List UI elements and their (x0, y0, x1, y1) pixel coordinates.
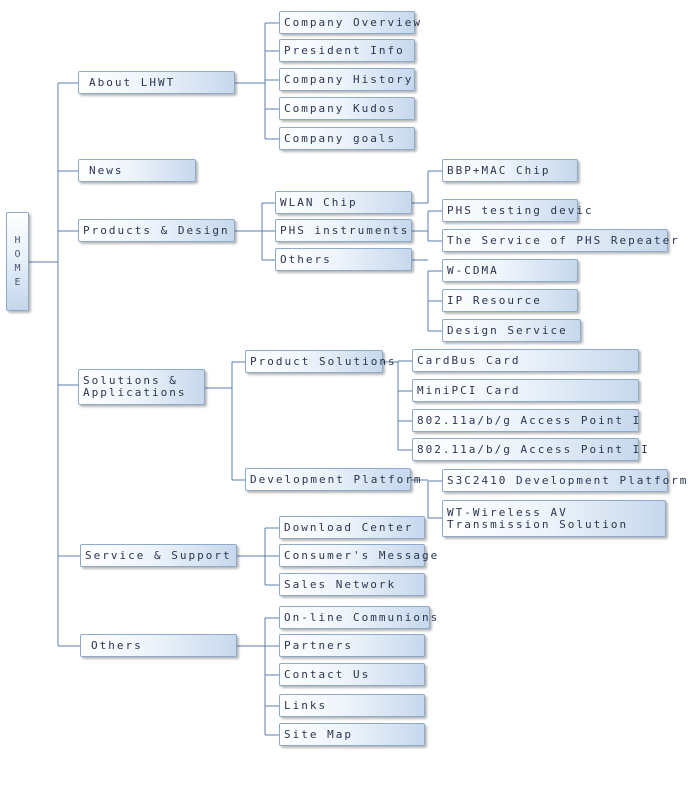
products-others-node[interactable]: Others (275, 248, 412, 271)
home-letter-e: E (14, 276, 21, 288)
company-kudos-node[interactable]: Company Kudos (279, 97, 415, 120)
development-platform-node[interactable]: Development Platform (245, 468, 420, 491)
about-lhwt-node[interactable]: About LHWT (78, 71, 235, 94)
president-info-node[interactable]: President Info (279, 39, 415, 62)
phs-repeater-service-node[interactable]: The Service of PHS Repeater (442, 229, 678, 252)
phs-instruments-node[interactable]: PHS instruments (275, 219, 412, 242)
connector-phs (412, 210, 442, 242)
solutions-applications-node[interactable]: Solutions & Applications (78, 369, 205, 405)
access-point-2-node[interactable]: 802.11a/b/g Access Point II (412, 438, 648, 461)
access-point-1-node[interactable]: 802.11a/b/g Access Point I (412, 409, 639, 432)
wlan-chip-node[interactable]: WLAN Chip (275, 191, 412, 214)
home-letter-h: H (14, 234, 21, 246)
solutions-label-line2: Applications (83, 386, 187, 399)
company-overview-node[interactable]: Company Overview (279, 11, 420, 34)
cardbus-card-node[interactable]: CardBus Card (412, 349, 639, 372)
ip-resource-node[interactable]: IP Resource (442, 289, 578, 312)
home-letter-o: O (14, 248, 21, 260)
home-letter-m: M (14, 262, 21, 274)
s3c2410-platform-node[interactable]: S3C2410 Development Platform (442, 469, 686, 492)
connector-dev-platform (411, 479, 442, 519)
download-center-node[interactable]: Download Center (279, 516, 425, 539)
sales-network-node[interactable]: Sales Network (279, 573, 425, 596)
home-node[interactable]: H O M E (6, 212, 29, 311)
links-node[interactable]: Links (279, 694, 425, 717)
connector-spine-branches (58, 82, 80, 647)
others-node[interactable]: Others (80, 634, 237, 657)
company-history-node[interactable]: Company History (279, 68, 415, 91)
contact-us-node[interactable]: Contact Us (279, 663, 425, 686)
company-goals-node[interactable]: Company goals (279, 127, 415, 150)
service-support-node[interactable]: Service & Support (80, 544, 237, 567)
connector-products (235, 202, 275, 261)
minipci-card-node[interactable]: MiniPCI Card (412, 379, 639, 402)
online-communions-node[interactable]: On-line Communions (279, 606, 437, 629)
connector-wlan (412, 170, 442, 204)
consumers-message-node[interactable]: Consumer's Message (279, 544, 437, 567)
connector-solutions (205, 361, 245, 481)
product-solutions-node[interactable]: Product Solutions (245, 350, 395, 373)
phs-testing-device-node[interactable]: PHS testing devic (442, 199, 592, 222)
site-map-node[interactable]: Site Map (279, 723, 425, 746)
connector-service (237, 527, 279, 586)
connector-product-solutions (383, 360, 412, 451)
design-service-node[interactable]: Design Service (442, 319, 581, 342)
solutions-label-line1: Solutions & (83, 374, 178, 387)
connector-about (235, 22, 279, 140)
partners-node[interactable]: Partners (279, 634, 425, 657)
connector-home-spine (28, 83, 59, 646)
connector-others (237, 617, 279, 736)
news-node[interactable]: News (78, 159, 196, 182)
w-cdma-node[interactable]: W-CDMA (442, 259, 578, 282)
connector-products-others (412, 259, 442, 332)
products-design-node[interactable]: Products & Design (78, 219, 235, 242)
bbp-mac-chip-node[interactable]: BBP+MAC Chip (442, 159, 578, 182)
wt-wireless-av-node[interactable]: WT-Wireless AV Transmission Solution (442, 500, 666, 537)
